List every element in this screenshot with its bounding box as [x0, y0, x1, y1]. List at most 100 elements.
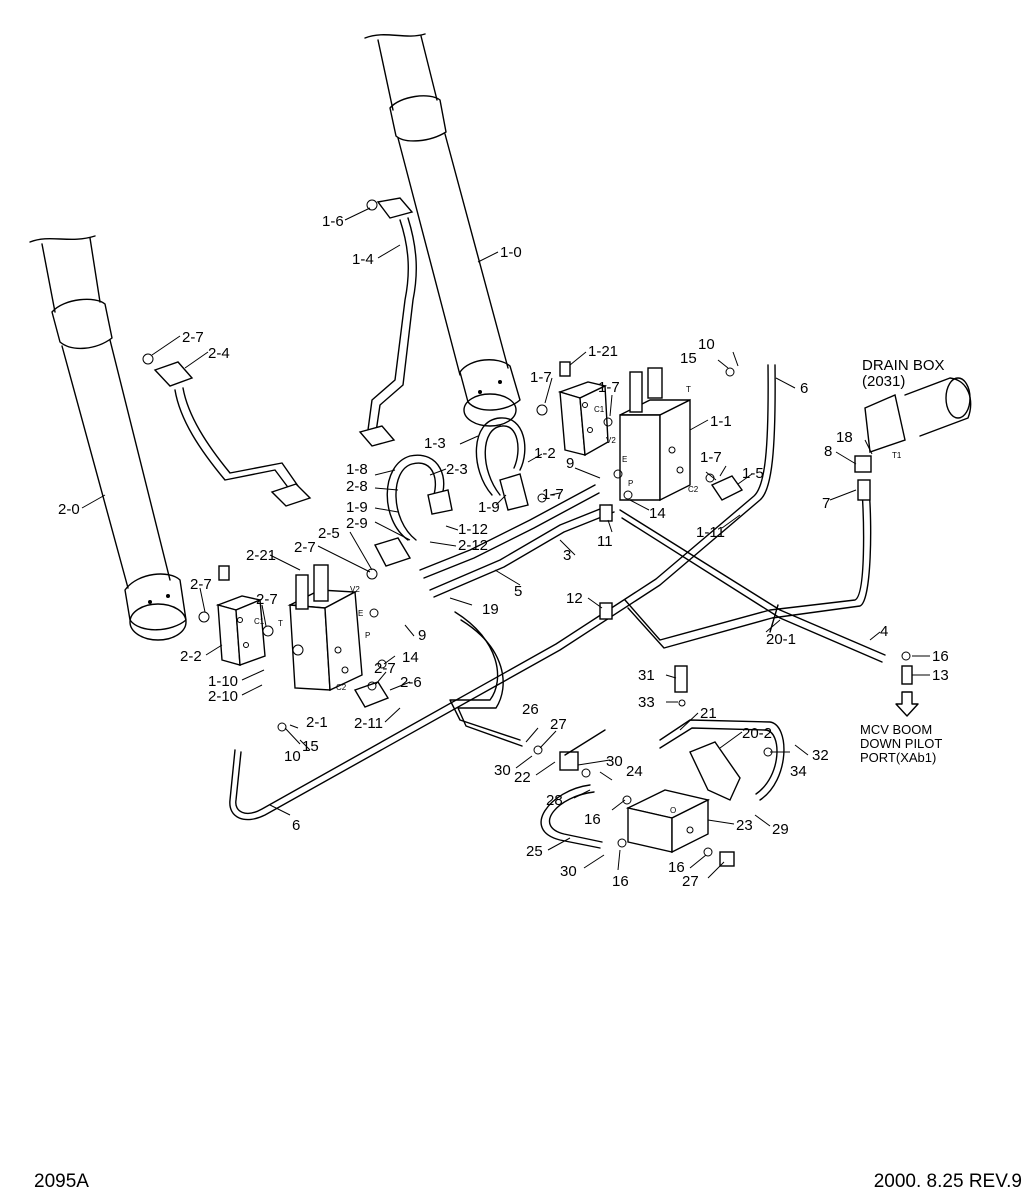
callout-21: 22 [514, 769, 531, 786]
callout-20-1: 20-2 [742, 725, 772, 742]
port-v2-lower: V2 [350, 585, 360, 594]
callout-1-0: 1-0 [500, 244, 522, 261]
hoses [229, 364, 886, 849]
callout-5: 5 [514, 583, 522, 600]
drain-box-note-line1: DRAIN BOX [862, 357, 945, 374]
drawing-number: 2095A [34, 1171, 89, 1192]
callout-15: 15 [302, 738, 319, 755]
callout-9: 9 [566, 455, 574, 472]
callout-1-4: 1-4 [352, 251, 374, 268]
boom-cylinder-2 [29, 235, 187, 641]
callout-27: 27 [550, 716, 567, 733]
callout-2-5: 2-5 [318, 525, 340, 542]
callout-25: 26 [522, 701, 539, 718]
callout-2-2: 2-2 [180, 648, 202, 665]
port-t1: T1 [892, 451, 902, 460]
port-c1: C1 [594, 405, 605, 414]
revision-date: 2000. 8.25 REV.9 [874, 1171, 1022, 1192]
boom-cylinder-1 [364, 33, 521, 427]
port-p: P [628, 479, 633, 488]
tube-2-4 [153, 361, 312, 507]
port-t-lower: T [278, 619, 283, 628]
port-p-lower: P [365, 631, 370, 640]
fittings [142, 199, 913, 867]
valve-block-1-2 [557, 361, 609, 457]
callout-34: 34 [790, 763, 807, 780]
callout-12: 12 [566, 590, 583, 607]
callout-1-12: 1-12 [458, 521, 488, 538]
callout-1-6: 1-5 [742, 465, 764, 482]
callout-2-7: 2-7 [374, 660, 396, 677]
callout-2-0: 2-0 [58, 501, 80, 518]
callout-1-7: 1-7 [542, 486, 564, 503]
callout-2-7: 2-7 [182, 329, 204, 346]
callout-1-2: 1-2 [534, 445, 556, 462]
callout-8: 8 [824, 443, 832, 460]
drain-box [864, 377, 972, 453]
callout-6: 6 [292, 817, 300, 834]
callout-16: 16 [932, 648, 949, 665]
callout-27: 28 [546, 792, 563, 809]
callout-22: 23 [736, 817, 753, 834]
callout-2-9: 2-9 [346, 515, 368, 532]
callout-30: 30 [606, 753, 623, 770]
tube-1-3 [475, 417, 529, 511]
callout-2-7: 2-7 [294, 539, 316, 556]
mcv-note-line3: PORT(XAb1) [860, 750, 936, 765]
pilot-port-arrow [895, 691, 919, 717]
port-marks: T C1 V2 E P C2 T1 V2 C1 T E P C2 O [254, 385, 902, 815]
callout-33: 33 [638, 694, 655, 711]
callout-2-1: 2-1 [306, 714, 328, 731]
callout-11: 11 [597, 533, 613, 550]
mcv-note-line2: DOWN PILOT [860, 736, 942, 751]
leader-lines [81, 207, 930, 879]
callout-2-12: 2-12 [458, 537, 488, 554]
valve-block-2-2 [215, 565, 266, 666]
callout-1-21: 1-21 [588, 343, 618, 360]
port-t: T [686, 385, 691, 394]
tube-1-4 [358, 197, 417, 447]
valve-block-1-1 [619, 367, 691, 502]
callout-1-8: 1-8 [346, 461, 368, 478]
callout-14: 14 [649, 505, 666, 522]
callout-1-10: 1-10 [208, 673, 238, 690]
callout-31: 31 [638, 667, 655, 684]
callout-28: 29 [772, 821, 789, 838]
callout-1-7: 1-6 [322, 213, 344, 230]
tube-2-3 [373, 454, 453, 567]
callout-1-7: 1-7 [598, 379, 620, 396]
callout-7: 7 [822, 495, 830, 512]
callout-2-21: 2-21 [246, 547, 276, 564]
callout-20-2: 21 [700, 705, 717, 722]
callout-29: 30 [560, 863, 577, 880]
callout-4: 4 [880, 623, 888, 640]
block-20-1 [689, 741, 741, 801]
callout-14: 14 [402, 649, 419, 666]
port-c1-lower: C1 [254, 617, 265, 626]
callout-1-1: 1-1 [710, 413, 732, 430]
callout-2-8: 2-8 [346, 478, 368, 495]
callout-1-7: 1-7 [530, 369, 552, 386]
callout-24: 25 [526, 843, 543, 860]
port-c2-lower: C2 [336, 683, 347, 692]
callout-1-7: 1-7 [700, 449, 722, 466]
callout-labels: 1-6 1-4 1-0 2-7 2-4 2-0 1-21 1-7 1-7 1-1… [58, 213, 949, 890]
callout-15: 15 [680, 350, 697, 367]
callout-32: 32 [812, 747, 829, 764]
callout-6: 6 [800, 380, 808, 397]
callout-1-11: 1-11 [696, 524, 725, 541]
callout-30: 30 [494, 762, 511, 779]
callout-19: 19 [482, 601, 499, 618]
valve-block-2-1 [287, 564, 363, 692]
drain-box-note-line2: (2031) [862, 373, 905, 390]
block-22 [625, 789, 711, 854]
callout-3: 3 [563, 547, 571, 564]
callout-2-3: 2-3 [446, 461, 468, 478]
callout-2-10: 2-10 [208, 688, 238, 705]
callout-17: 18 [836, 429, 853, 446]
callout-18: 20-1 [766, 631, 796, 648]
callout-2-7: 2-7 [190, 576, 212, 593]
callout-10: 10 [698, 336, 715, 353]
callout-10: 10 [284, 748, 301, 765]
